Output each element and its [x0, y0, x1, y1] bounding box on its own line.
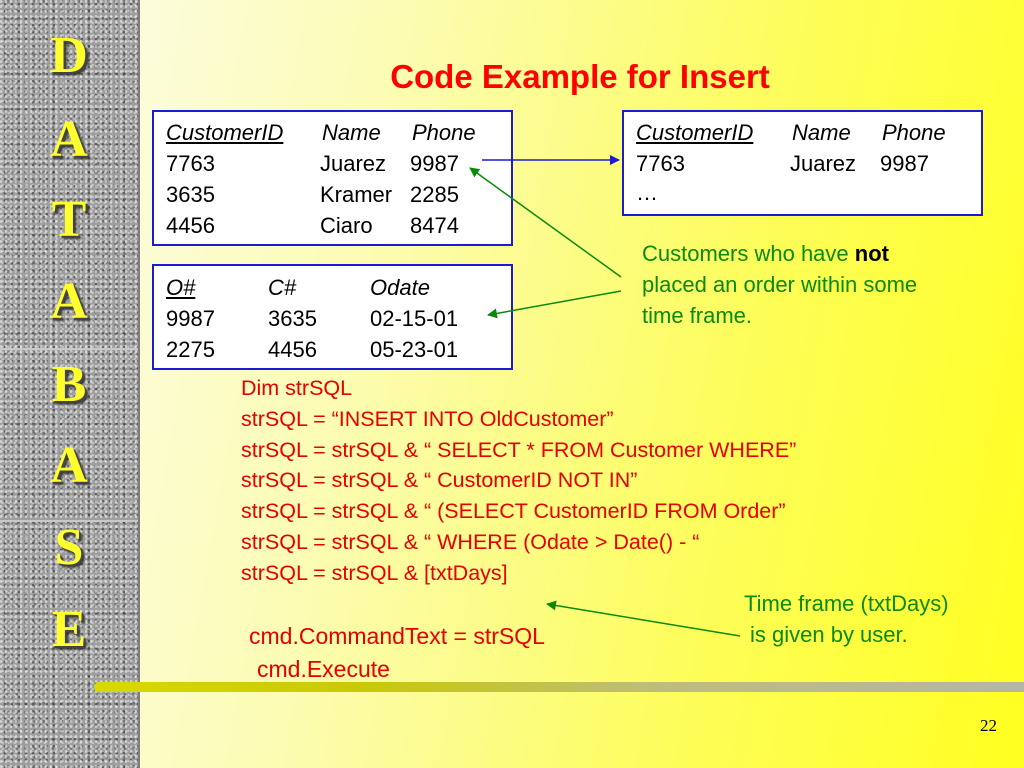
table-cell: 3635: [166, 182, 215, 207]
slide-title: Code Example for Insert: [390, 58, 770, 95]
table-cell: 2275: [166, 337, 215, 362]
column-header: CustomerID: [166, 120, 284, 145]
customer-table: CustomerID Name Phone 7763 Juarez 9987 3…: [152, 110, 513, 246]
table-cell: Juarez: [790, 151, 857, 176]
cmd-line: cmd.Execute: [257, 656, 390, 682]
table-cell: 2285: [410, 182, 459, 207]
sidebar-letter: A: [50, 437, 88, 494]
column-header: Phone: [412, 120, 476, 145]
note-emphasis: not: [854, 241, 889, 266]
cmd-line: cmd.CommandText = strSQL: [249, 623, 545, 649]
sidebar-letter: T: [51, 191, 87, 248]
table-cell: 7763: [636, 151, 685, 176]
table-cell: Juarez: [320, 151, 387, 176]
code-block: Dim strSQL strSQL = “INSERT INTO OldCust…: [241, 373, 796, 589]
code-line: strSQL = strSQL & “ CustomerID NOT IN”: [241, 468, 638, 493]
code-line: strSQL = strSQL & [txtDays]: [241, 560, 508, 585]
note-text: Customers who have: [642, 241, 855, 266]
code-line: strSQL = strSQL & “ (SELECT CustomerID F…: [241, 499, 786, 524]
table-cell: Ciaro: [320, 213, 373, 238]
note-text: placed an order within some: [642, 272, 918, 297]
code-line: Dim strSQL: [241, 376, 353, 400]
table-cell: 8474: [410, 213, 459, 238]
table-cell: 9987: [880, 151, 929, 176]
note-text: is given by user.: [750, 622, 908, 647]
note-customers: Customers who have not placed an order w…: [642, 238, 917, 331]
table-cell: 05-23-01: [370, 337, 459, 362]
column-header: O#: [166, 275, 196, 300]
ellipsis: …: [636, 180, 658, 205]
note-timeframe: Time frame (txtDays) is given by user.: [744, 588, 949, 650]
code-line: strSQL = strSQL & “ WHERE (Odate > Date(…: [241, 529, 700, 554]
sidebar-letter: A: [50, 273, 88, 330]
table-cell: 4456: [268, 337, 317, 362]
table-cell: Kramer: [320, 182, 393, 207]
sidebar: D A T A B A S E: [0, 0, 140, 768]
sidebar-letter: A: [50, 111, 88, 168]
table-cell: 02-15-01: [370, 306, 459, 331]
table-cell: 7763: [166, 151, 215, 176]
table-cell: 9987: [410, 151, 459, 176]
table-cell: 3635: [268, 306, 317, 331]
table-cell: 9987: [166, 306, 215, 331]
column-header: Name: [322, 120, 381, 145]
column-header: CustomerID: [636, 120, 754, 145]
sidebar-separator: [0, 348, 138, 350]
green-arrow-order: [487, 290, 622, 319]
green-arrow-txtdays: [546, 600, 741, 637]
note-text: time frame.: [642, 303, 753, 328]
code-line: strSQL = “INSERT INTO OldCustomer”: [241, 406, 614, 431]
old-customer-table: CustomerID Name Phone 7763 Juarez 9987 …: [622, 110, 983, 216]
code-line: strSQL = strSQL & “ SELECT * FROM Custom…: [241, 437, 797, 462]
column-header: Phone: [882, 120, 946, 145]
table-cell: 4456: [166, 213, 215, 238]
sidebar-separator: [0, 520, 138, 522]
green-arrow-customer: [469, 167, 622, 278]
column-header: Odate: [370, 275, 430, 300]
footer-bar: [94, 682, 1024, 692]
column-header: Name: [792, 120, 851, 145]
sidebar-letter: B: [51, 356, 87, 413]
note-text: Time frame (txtDays): [744, 591, 949, 616]
sidebar-letter: S: [54, 519, 84, 576]
page-number: 22: [980, 716, 997, 735]
order-table: O# C# Odate 9987 3635 02-15-01 2275 4456…: [152, 264, 513, 370]
sidebar-letter: D: [50, 27, 88, 84]
sidebar-letter: E: [51, 601, 87, 658]
column-header: C#: [268, 275, 297, 300]
